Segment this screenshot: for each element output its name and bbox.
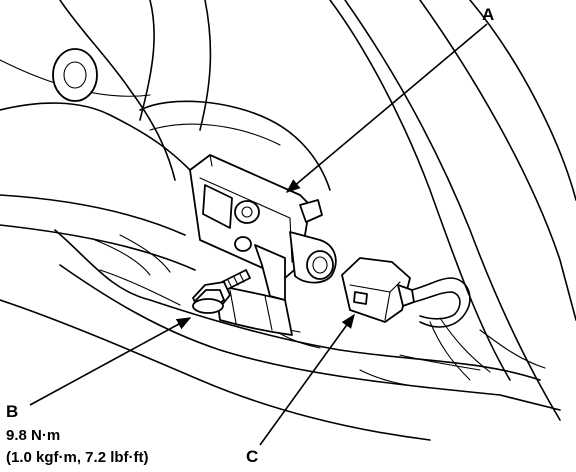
torque-spec-primary: 9.8 N·m: [6, 427, 60, 444]
callout-b-label: B: [6, 402, 18, 421]
body-panel-outline: [0, 0, 576, 421]
leader-lines: [29, 23, 488, 446]
sensor-unit: [189, 154, 323, 279]
harness-connector: [341, 257, 415, 323]
harness-wire: [411, 277, 491, 381]
leader-a: [285, 23, 488, 193]
leader-b: [29, 317, 192, 406]
inner-panel: [139, 100, 331, 191]
leader-c: [259, 313, 355, 446]
callout-c-label: C: [246, 447, 258, 466]
callout-a-label: A: [482, 5, 494, 24]
sensor-receptacle: [289, 231, 337, 284]
mounting-bolt: [192, 269, 251, 314]
upper-left-bracket: [0, 48, 191, 171]
frame-rail: [0, 194, 561, 441]
torque-spec-secondary: (1.0 kgf·m, 7.2 lbf·ft): [6, 449, 149, 466]
sensor-tab: [254, 244, 286, 301]
